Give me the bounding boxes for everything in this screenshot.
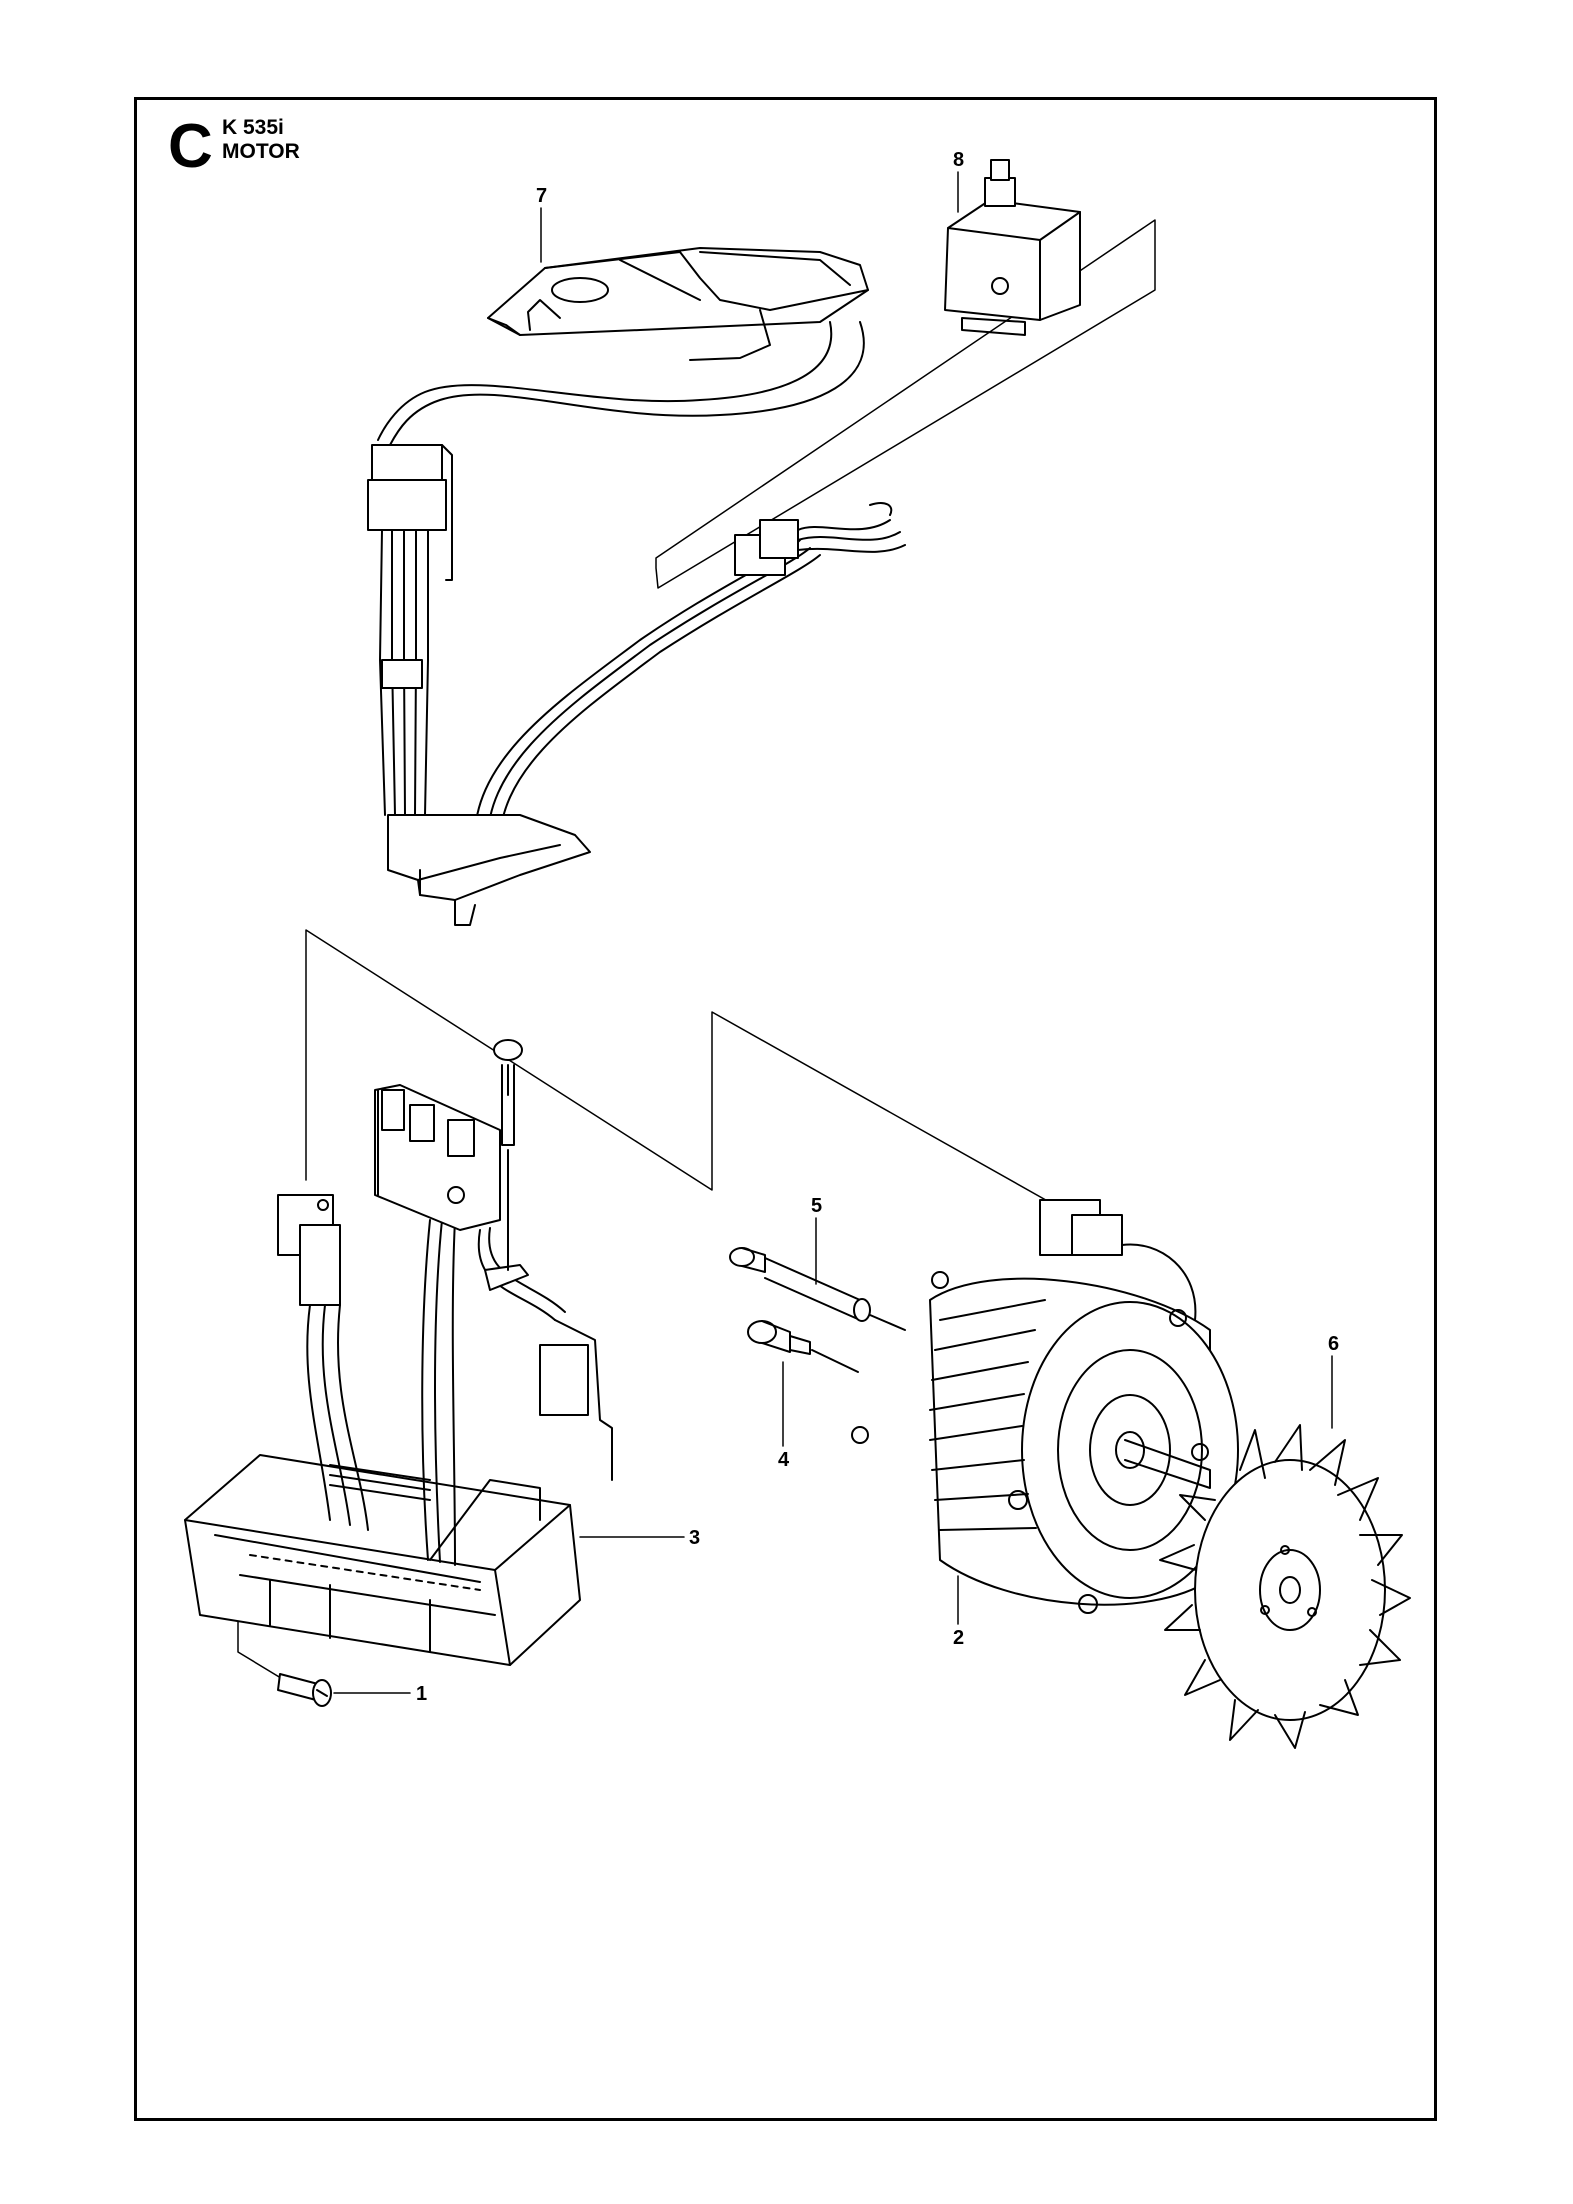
part-2-motor (852, 1200, 1238, 1613)
callout-1: 1 (416, 1683, 428, 1705)
part-7-throttle-handle-harness (368, 248, 905, 925)
section-letter: C (168, 112, 213, 181)
part-6-fan (1160, 1425, 1410, 1748)
part-3-control-unit (185, 1040, 612, 1665)
callout-8: 8 (953, 149, 965, 171)
callout-6: 6 (1328, 1333, 1340, 1355)
callout-2: 2 (953, 1627, 965, 1649)
leader-lines (334, 172, 1332, 1693)
callout-7: 7 (536, 185, 548, 207)
part-8-switch (945, 160, 1080, 335)
part-1-screw (278, 1674, 331, 1706)
diagram-header: K 535i MOTOR (222, 116, 300, 164)
page-frame (134, 97, 1437, 2121)
part-4-bolt (748, 1321, 858, 1372)
diagram-title: MOTOR (222, 140, 300, 164)
model-name: K 535i (222, 116, 284, 139)
callout-3: 3 (689, 1527, 701, 1549)
part-5-pin (730, 1248, 905, 1330)
callout-5: 5 (811, 1195, 823, 1217)
callout-4: 4 (778, 1449, 790, 1471)
